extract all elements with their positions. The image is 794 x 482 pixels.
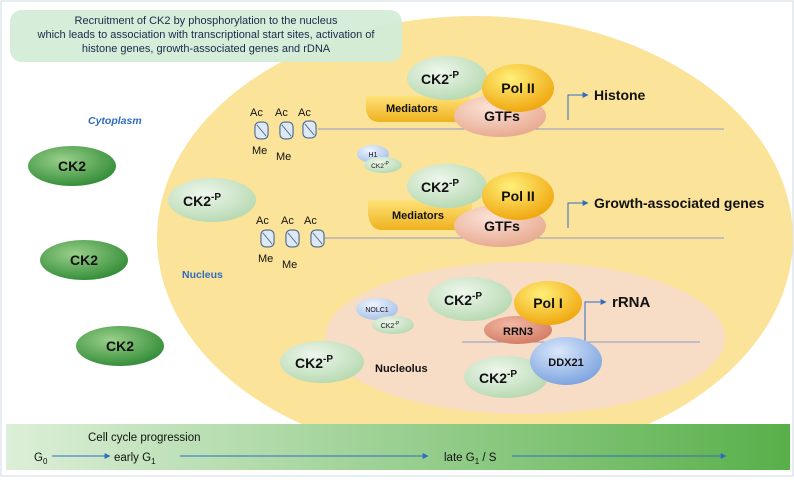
g1-subscript: 1	[151, 457, 156, 466]
growth-genes-label: Growth-associated genes	[594, 195, 765, 211]
ck2p-label: CK2	[371, 163, 384, 170]
me-mark: Me	[258, 253, 273, 265]
svg-text:G0: G0	[34, 452, 48, 466]
mediators-label: Mediators	[392, 210, 444, 222]
nucleus-label: Nucleus	[182, 269, 223, 281]
phospho-superscript: -P	[507, 369, 517, 380]
ac-mark: Ac	[275, 107, 288, 119]
phospho-superscript: -P	[384, 161, 390, 167]
svg-text:CK2-P: CK2-P	[444, 291, 482, 308]
phospho-superscript: -P	[394, 321, 400, 327]
mediators-histone	[366, 96, 470, 122]
nolc1-label: NOLC1	[365, 307, 388, 314]
svg-text:CK2-P: CK2-P	[421, 70, 459, 87]
g0-label: G	[34, 452, 43, 464]
rrn3-label: RRN3	[503, 326, 533, 338]
ck2-label: CK2	[106, 338, 134, 354]
me-mark: Me	[276, 151, 291, 163]
ck2p-label: CK2	[381, 323, 395, 330]
cell-cycle-title: Cell cycle progression	[88, 432, 201, 444]
ddx21	[530, 337, 602, 385]
pol2-label: Pol II	[501, 80, 534, 96]
svg-text:CK2-P: CK2-P	[479, 369, 517, 386]
late-g1-label: late G	[444, 452, 475, 464]
s-phase-label: / S	[479, 452, 497, 464]
svg-text:early G1: early G1	[114, 452, 156, 466]
ck2-cytoplasm-2: CK2	[40, 240, 128, 280]
pol1	[514, 281, 582, 325]
ac-mark: Ac	[298, 107, 311, 119]
gtfs-label: GTFs	[484, 108, 520, 124]
nucleosomes-growth	[260, 229, 325, 248]
title-banner	[10, 10, 402, 62]
phospho-superscript: -P	[211, 192, 221, 203]
me-mark: Me	[252, 145, 267, 157]
mediators-label: Mediators	[386, 103, 438, 115]
phospho-superscript: -P	[472, 291, 482, 302]
svg-text:CK2-P: CK2-P	[183, 192, 221, 209]
phospho-superscript: -P	[323, 354, 333, 365]
ck2p-nucleus-free: CK2-P	[168, 178, 256, 222]
ac-mark: Ac	[304, 215, 317, 227]
gtfs-label: GTFs	[484, 218, 520, 234]
banner-line-3: histone genes, growth-associated genes a…	[82, 43, 331, 55]
ck2p-histone	[407, 56, 487, 100]
phospho-superscript: -P	[449, 178, 459, 189]
ck2p-label: CK2	[421, 71, 449, 87]
pol1-label: Pol I	[533, 295, 563, 311]
svg-text:CK2-P: CK2-P	[295, 354, 333, 371]
g0-subscript: 0	[43, 457, 48, 466]
banner-line-2: which leads to association with transcri…	[37, 29, 376, 41]
svg-text:CK2-P: CK2-P	[421, 178, 459, 195]
me-mark: Me	[282, 259, 297, 271]
ck2-label: CK2	[70, 252, 98, 268]
pol2-growth	[482, 172, 554, 220]
ck2p-nucleolus-free	[280, 341, 364, 383]
ac-mark: Ac	[281, 215, 294, 227]
ac-mark: Ac	[256, 215, 269, 227]
h1-ck2p-complex: H1 CK2-P	[357, 145, 402, 173]
g1-subscript: 1	[475, 457, 480, 466]
histone-label: Histone	[594, 87, 646, 103]
cytoplasm-label: Cytoplasm	[88, 115, 142, 127]
h1-label: H1	[369, 152, 378, 159]
banner-line-1: Recruitment of CK2 by phosphorylation to…	[75, 15, 338, 27]
pol2-histone	[482, 64, 554, 112]
phospho-superscript: -P	[449, 70, 459, 81]
ddx21-label: DDX21	[548, 357, 583, 369]
ac-mark: Ac	[250, 107, 263, 119]
rrna-label: rRNA	[612, 294, 651, 311]
ck2p-growth	[407, 164, 487, 208]
ck2-label: CK2	[58, 158, 86, 174]
ck2p-label: CK2	[183, 193, 211, 209]
cell-cycle-bar	[6, 424, 790, 470]
early-g1-label: early G	[114, 452, 151, 464]
svg-text:late G1 / S: late G1 / S	[444, 452, 497, 466]
svg-text:CK2-P: CK2-P	[381, 321, 400, 330]
nolc1-ck2p-complex: NOLC1 CK2-P	[356, 298, 414, 334]
ck2p-ddx21	[464, 356, 548, 398]
growth-arrow	[567, 200, 589, 228]
ck2-cytoplasm-1: CK2	[28, 146, 116, 186]
nucleolus-label: Nucleolus	[375, 363, 428, 375]
rrna-arrow	[584, 299, 607, 342]
ck2p-label: CK2	[421, 179, 449, 195]
nucleosomes-histone	[254, 120, 317, 140]
ck2-cytoplasm-3: CK2	[76, 326, 164, 366]
ck2p-rdna	[428, 277, 512, 321]
ck2p-label: CK2	[444, 292, 472, 308]
histone-arrow	[567, 92, 589, 120]
ck2p-label: CK2	[479, 370, 507, 386]
pol2-label: Pol II	[501, 188, 534, 204]
ck2p-label: CK2	[295, 355, 323, 371]
svg-text:CK2-P: CK2-P	[371, 161, 389, 170]
